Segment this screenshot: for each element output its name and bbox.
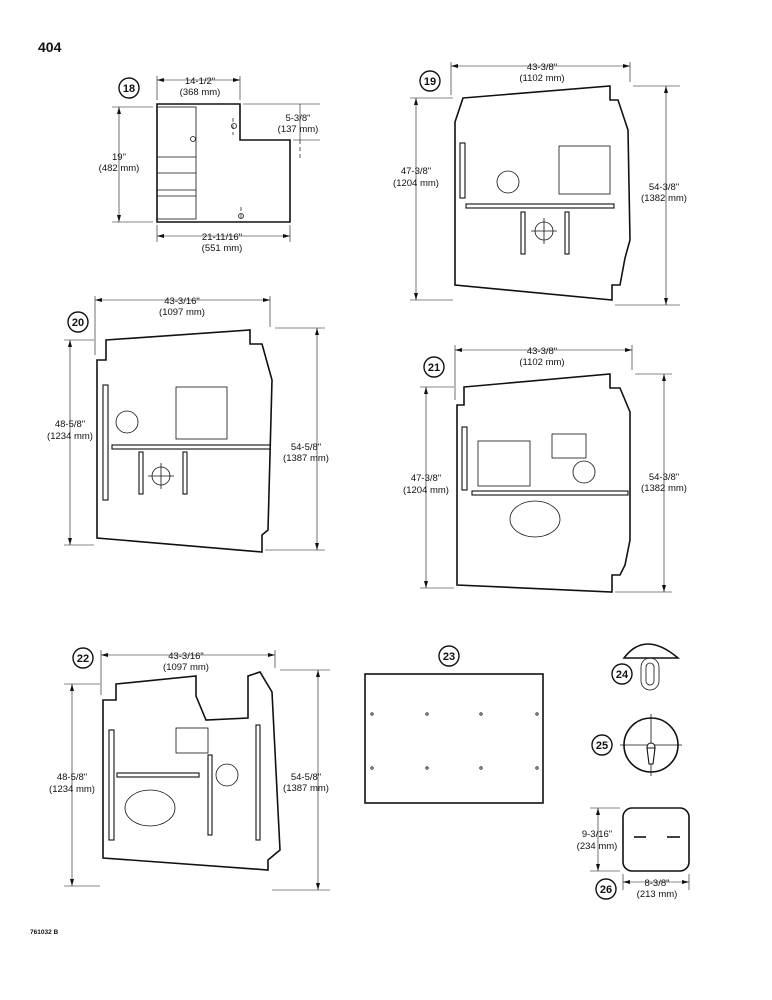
svg-text:19: 19	[424, 76, 436, 88]
callout-22: 22	[72, 647, 94, 669]
part-21-width-mm: (1102 mm)	[519, 357, 564, 368]
part-18-height-mm: (482 mm)	[99, 163, 140, 174]
svg-text:18: 18	[123, 83, 135, 95]
part-22-width-mm: (1097 mm)	[163, 662, 209, 673]
part-20-width-mm: (1097 mm)	[159, 307, 205, 318]
svg-text:25: 25	[596, 740, 608, 752]
callout-18: 18	[118, 77, 140, 99]
part-20-outline	[96, 329, 273, 553]
part-22-right-mm: (1387 mm)	[283, 783, 329, 794]
svg-text:23: 23	[443, 651, 455, 663]
part-26-height-in: 9-3/16"	[582, 829, 612, 840]
svg-text:20: 20	[72, 317, 84, 329]
part-19-details	[459, 142, 615, 255]
part-20-width-in: 43-3/16"	[164, 296, 200, 307]
part-26-width-in: 8-3/8"	[644, 878, 669, 889]
callout-25: 25	[591, 734, 613, 756]
part-26-outline	[622, 807, 690, 872]
part-22-outline	[102, 671, 281, 871]
part-19-left-in: 47-3/8"	[401, 166, 431, 177]
part-21-details	[461, 426, 629, 538]
part-18-details	[156, 106, 301, 222]
part-22: 43-3/16" (1097 mm) 48-5/8" (1234 mm) 54-…	[49, 647, 330, 891]
part-19-right-mm: (1382 mm)	[641, 193, 687, 204]
part-22-right-in: 54-5/8"	[291, 772, 321, 783]
part-18-bottom-in: 21-11/16"	[202, 232, 242, 243]
callout-23: 23	[438, 645, 460, 667]
part-24-fastener-icon: 24	[611, 643, 681, 691]
part-18-height-in: 19"	[112, 152, 126, 163]
part-20: 43-3/16" (1097 mm) 48-5/8" (1234 mm) 54-…	[47, 296, 329, 553]
part-18-step-mm: (137 mm)	[278, 124, 319, 135]
part-21-outline	[456, 373, 631, 593]
part-23-holes	[370, 712, 539, 770]
part-21-left-in: 47-3/8"	[411, 473, 441, 484]
part-21-right-in: 54-3/8"	[649, 472, 679, 483]
part-26-width-mm: (213 mm)	[637, 889, 678, 900]
part-25-grommet-icon: 25	[591, 714, 682, 776]
part-19: 43-3/8" (1102 mm) 47-3/8" (1204 mm) 54-3…	[393, 62, 687, 306]
part-26: 9-3/16" (234 mm) 8-3/8" (213 mm) 26	[577, 807, 690, 900]
part-21-right-mm: (1382 mm)	[641, 483, 687, 494]
svg-text:22: 22	[77, 653, 89, 665]
part-21: 43-3/8" (1102 mm) 47-3/8" (1204 mm) 54-3…	[403, 345, 687, 593]
part-19-outline	[454, 85, 631, 301]
callout-24: 24	[611, 663, 633, 685]
part-21-width-in: 43-3/8"	[527, 346, 557, 357]
part-22-details	[108, 724, 261, 841]
part-20-left-in: 48-5/8"	[55, 419, 85, 430]
part-19-width-in: 43-3/8"	[527, 62, 557, 73]
part-19-width-mm: (1102 mm)	[519, 73, 564, 84]
part-22-width-in: 43-3/16"	[168, 651, 204, 662]
callout-20: 20	[67, 311, 89, 333]
part-23-outline	[364, 673, 544, 804]
part-18-width-in: 14-1/2"	[185, 76, 215, 87]
part-26-height-mm: (234 mm)	[577, 841, 618, 852]
part-18-bottom-mm: (551 mm)	[202, 243, 243, 254]
svg-text:21: 21	[428, 362, 440, 374]
part-19-right-in: 54-3/8"	[649, 182, 679, 193]
part-20-details	[102, 384, 271, 501]
callout-26: 26	[595, 878, 617, 900]
part-22-left-mm: (1234 mm)	[49, 784, 95, 795]
part-18-width-mm: (368 mm)	[180, 87, 221, 98]
part-21-left-mm: (1204 mm)	[403, 485, 449, 496]
part-18-outline	[156, 103, 291, 223]
part-18-step-in: 5-3/8"	[285, 113, 310, 124]
callout-21: 21	[423, 356, 445, 378]
callout-19: 19	[419, 70, 441, 92]
page-number: 404	[38, 39, 62, 55]
part-22-left-in: 48-5/8"	[57, 772, 87, 783]
svg-text:26: 26	[600, 884, 612, 896]
drawing-code: 761032 B	[30, 929, 58, 936]
part-23: 23	[364, 645, 544, 804]
svg-text:24: 24	[616, 669, 629, 681]
part-20-left-mm: (1234 mm)	[47, 431, 93, 442]
part-18: 14-1/2" (368 mm) 5-3/8" (137 mm) 19" (48…	[99, 76, 320, 254]
part-20-right-in: 54-5/8"	[291, 442, 321, 453]
part-20-right-mm: (1387 mm)	[283, 453, 329, 464]
part-19-left-mm: (1204 mm)	[393, 178, 439, 189]
